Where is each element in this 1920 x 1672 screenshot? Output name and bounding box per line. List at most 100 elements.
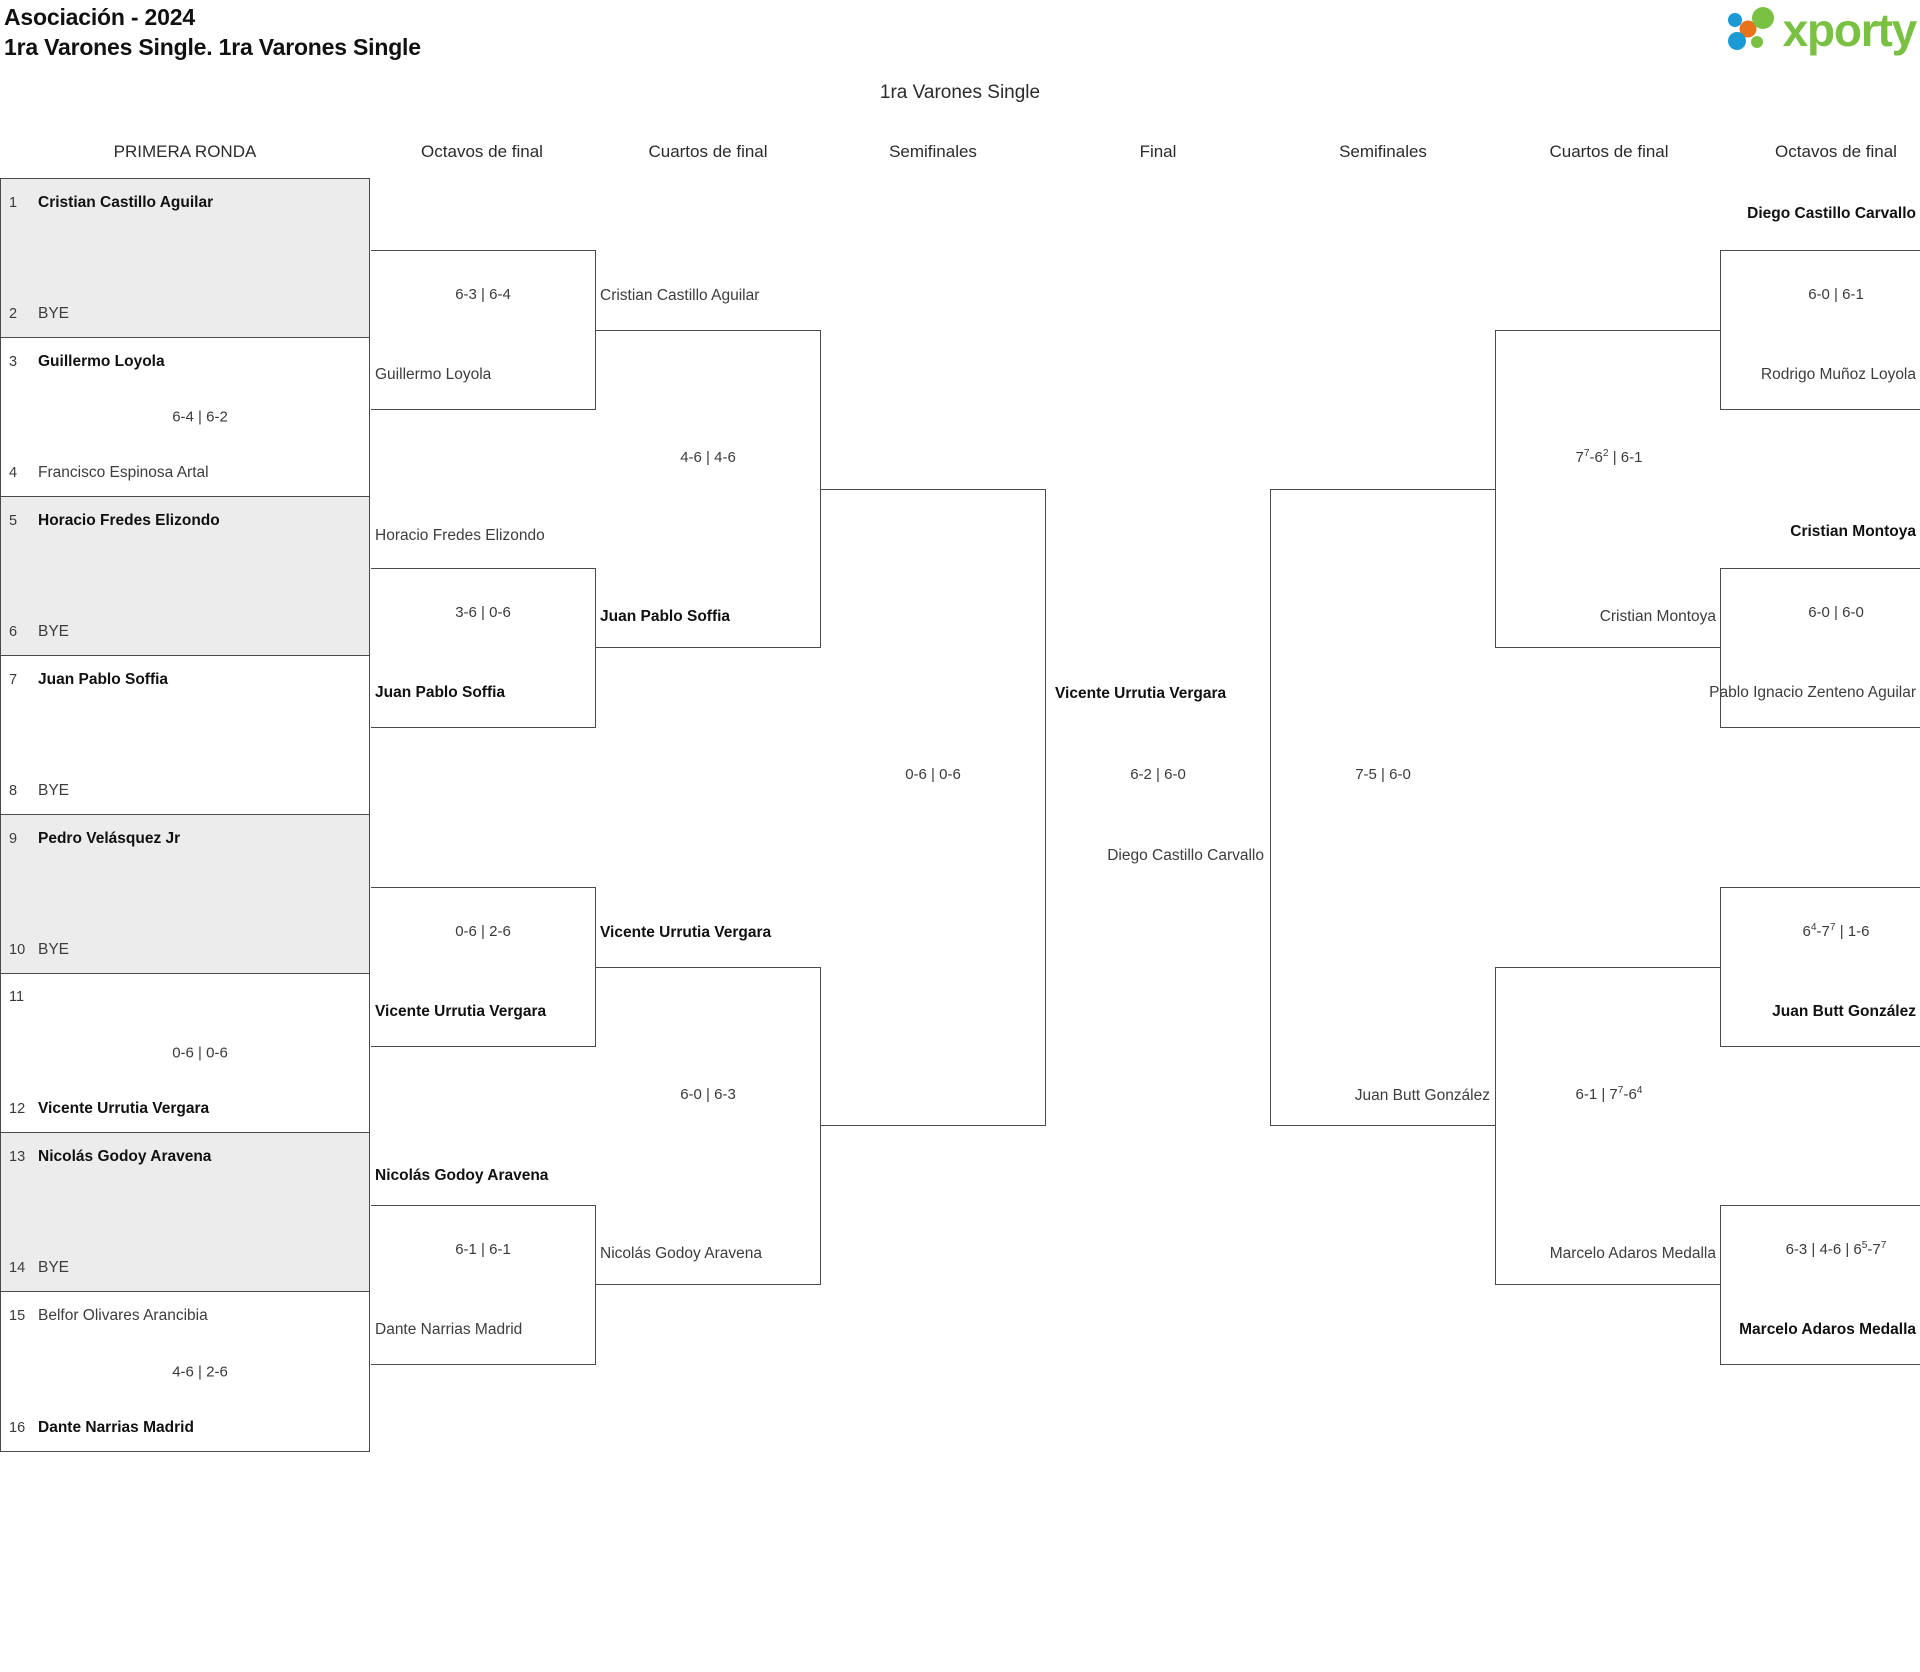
round-header-7: Cuartos de final [1549, 142, 1669, 161]
player-name[interactable]: Cristian Castillo Aguilar [38, 194, 214, 211]
right-octavos-bottom-2[interactable]: Pablo Ignacio Zenteno Aguilar [1709, 684, 1916, 701]
player-name[interactable]: BYE [38, 1259, 70, 1276]
player-name[interactable]: Pedro Velásquez Jr [38, 830, 181, 847]
left-octavos-player-4[interactable]: Dante Narrias Madrid [375, 1321, 523, 1338]
player-name[interactable]: Dante Narrias Madrid [38, 1419, 194, 1436]
right-octavos-bottom-3[interactable]: Juan Butt González [1772, 1003, 1916, 1020]
player-name[interactable]: Juan Pablo Soffia [38, 671, 169, 688]
right-octavos-box-4 [1720, 1205, 1920, 1365]
right-octavos-score-2: 6-0 | 6-0 [1808, 604, 1864, 621]
first-round-match-7[interactable]: 13 Nicolás Godoy Aravena 14 BYE [1, 1133, 369, 1292]
right-octavos-bottom-1[interactable]: Rodrigo Muñoz Loyola [1760, 366, 1916, 383]
round-header-5: Final [1139, 142, 1177, 161]
round-header-3: Cuartos de final [648, 142, 768, 161]
left-cuartos-top-2[interactable]: Vicente Urrutia Vergara [600, 924, 772, 941]
round-header-6: Semifinales [1339, 142, 1427, 161]
seed-row[interactable]: 16 Dante Narrias Madrid [9, 1419, 361, 1437]
right-octavos-top-1[interactable]: Diego Castillo Carvallo [1747, 205, 1916, 222]
seed-number: 5 [9, 513, 18, 529]
left-cuartos-bottom-1[interactable]: Juan Pablo Soffia [600, 608, 731, 625]
seed-row[interactable]: 6 BYE [9, 623, 361, 641]
right-cuartos-box-2 [1495, 967, 1720, 1285]
seed-row[interactable]: 11 [9, 989, 361, 1005]
player-name[interactable]: BYE [38, 782, 70, 799]
left-octavos-score-4: 6-1 | 6-1 [455, 1241, 511, 1258]
seed-number: 16 [9, 1420, 26, 1436]
player-name[interactable]: Guillermo Loyola [38, 353, 165, 370]
right-cuartos-player-1[interactable]: Cristian Montoya [1599, 608, 1716, 625]
match-score: 4-6 | 2-6 [172, 1363, 228, 1380]
player-name[interactable]: Francisco Espinosa Artal [38, 464, 209, 481]
right-octavos-score-1: 6-0 | 6-1 [1808, 286, 1864, 303]
player-name[interactable]: BYE [38, 941, 70, 958]
left-semifinal-winner[interactable]: Vicente Urrutia Vergara [1055, 685, 1227, 702]
left-cuartos-box-1 [596, 330, 821, 648]
match-score: 0-6 | 0-6 [172, 1044, 228, 1062]
left-cuartos-bottom-2[interactable]: Nicolás Godoy Aravena [600, 1245, 762, 1262]
seed-row[interactable]: 8 BYE [9, 782, 361, 800]
right-semifinal-player[interactable]: Juan Butt González [1354, 1087, 1490, 1104]
left-octavos-box-1 [371, 250, 596, 410]
seed-row[interactable]: 5 Horacio Fredes Elizondo [9, 512, 361, 530]
player-name[interactable]: Nicolás Godoy Aravena [38, 1148, 212, 1165]
first-round-match-3[interactable]: 5 Horacio Fredes Elizondo 6 BYE [1, 497, 369, 656]
seed-number: 3 [9, 354, 18, 370]
tournament-name: Asociación - 2024 [4, 4, 195, 30]
left-cuartos-top-1[interactable]: Cristian Castillo Aguilar [600, 287, 760, 304]
final-score: 6-2 | 6-0 [1130, 766, 1186, 783]
seed-row[interactable]: 14 BYE [9, 1259, 361, 1277]
left-cuartos-box-2 [596, 967, 821, 1285]
seed-number: 14 [9, 1260, 26, 1276]
left-octavos-box-2 [371, 568, 596, 728]
seed-number: 12 [9, 1101, 26, 1117]
right-octavos-box-3 [1720, 887, 1920, 1047]
seed-number: 13 [9, 1149, 26, 1165]
seed-number: 9 [9, 831, 18, 847]
right-octavos-bottom-4[interactable]: Marcelo Adaros Medalla [1739, 1321, 1916, 1338]
seed-row[interactable]: 3 Guillermo Loyola [9, 353, 361, 371]
bracket-title: 1ra Varones Single [879, 82, 1041, 103]
player-name[interactable]: Horacio Fredes Elizondo [38, 512, 220, 529]
player-name[interactable]: BYE [38, 305, 70, 322]
left-octavos-feeder-2[interactable]: Nicolás Godoy Aravena [375, 1167, 549, 1184]
right-cuartos-score-1: 77-62 | 6-1 [1575, 448, 1643, 466]
player-name[interactable]: Vicente Urrutia Vergara [38, 1100, 210, 1117]
final-bottom-player[interactable]: Diego Castillo Carvallo [1107, 847, 1264, 864]
seed-row[interactable]: 12 Vicente Urrutia Vergara [9, 1100, 361, 1118]
seed-row[interactable]: 9 Pedro Velásquez Jr [9, 830, 361, 848]
left-octavos-feeder-1[interactable]: Horacio Fredes Elizondo [375, 527, 545, 544]
left-cuartos-score-2: 6-0 | 6-3 [680, 1086, 736, 1103]
right-octavos-top-2[interactable]: Cristian Montoya [1790, 523, 1916, 540]
first-round-match-6[interactable]: 11 12 Vicente Urrutia Vergara 0-6 | 0-6 [1, 974, 369, 1133]
seed-number: 6 [9, 624, 18, 640]
left-octavos-player-3[interactable]: Vicente Urrutia Vergara [375, 1003, 547, 1020]
left-octavos-player-1[interactable]: Guillermo Loyola [375, 366, 492, 383]
player-name[interactable]: Belfor Olivares Arancibia [38, 1307, 208, 1324]
left-octavos-box-4 [371, 1205, 596, 1365]
right-cuartos-score-2: 6-1 | 77-64 [1575, 1085, 1643, 1103]
seed-row[interactable]: 13 Nicolás Godoy Aravena [9, 1148, 361, 1166]
seed-number: 8 [9, 783, 18, 799]
left-octavos-score-1: 6-3 | 6-4 [455, 286, 511, 303]
right-cuartos-player-2[interactable]: Marcelo Adaros Medalla [1549, 1245, 1716, 1262]
left-semifinal-box [821, 489, 1046, 1126]
right-octavos-score-4: 6-3 | 4-6 | 65-77 [1785, 1240, 1887, 1258]
player-name[interactable]: BYE [38, 623, 70, 640]
left-octavos-player-2[interactable]: Juan Pablo Soffia [375, 684, 506, 701]
match-score: 6-4 | 6-2 [172, 408, 228, 426]
xporty-logo: xporty [1725, 4, 1917, 56]
seed-number: 11 [9, 989, 25, 1005]
